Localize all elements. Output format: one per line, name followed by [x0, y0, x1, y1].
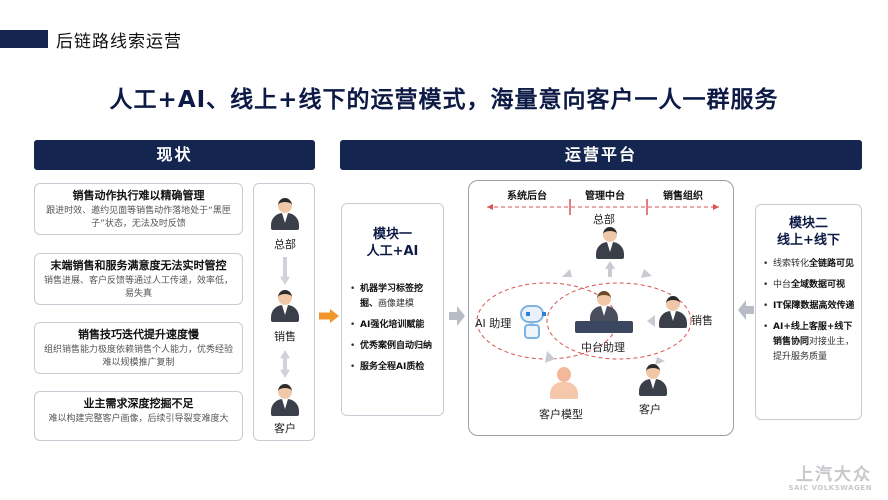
module-item-text: 线索转化 [773, 259, 810, 269]
module-2-item: 线索转化全链路可见 [761, 257, 856, 272]
issue-card-3: 销售技巧迭代提升速度慢 组织销售能力极度依赖销售个人能力，优秀经验难以规模推广复… [34, 322, 243, 374]
status-header: 现状 [34, 140, 315, 170]
module-item-text: 画像建模 [378, 299, 415, 309]
role-chain-box: 总部 销售 客户 [253, 183, 315, 441]
module-item-bold: 服务全程AI质检 [360, 362, 425, 372]
module-2-item: 中台全域数据可视 [761, 278, 856, 293]
title-accent-bar [0, 30, 48, 48]
headline: 人工+AI、线上+线下的运营模式，海量意向客户一人一群服务 [109, 87, 779, 113]
node-label-hq: 总部 [593, 213, 615, 226]
module-1-title: 模块一 [372, 227, 412, 242]
module-item-bold: 优秀案例自动归纳 [360, 341, 433, 351]
issue-title: 销售技巧迭代提升速度慢 [78, 328, 199, 341]
module-item-text: 中台 [773, 280, 792, 290]
module-item-bold: 全链路可见 [809, 259, 855, 269]
node-label-ai: AI 助理 [475, 317, 512, 330]
module-item-bold: IT保障数据高效传递 [773, 301, 855, 311]
page-title: 后链路线索运营 [56, 32, 182, 52]
node-label-middle: 中台助理 [581, 341, 625, 354]
module-1-item: AI强化培训赋能 [348, 318, 437, 333]
issue-card-1: 销售动作执行难以精确管理 跟进时效、邀约见面等销售动作落地处于“黑匣子”状态，无… [34, 183, 243, 235]
arrow-updown-icon [280, 350, 290, 378]
node-label-customer-model: 客户模型 [539, 408, 583, 421]
issue-title: 销售动作执行难以精确管理 [72, 189, 205, 202]
role-label-hq: 总部 [274, 238, 296, 251]
layer-label-backend: 系统后台 [507, 191, 547, 202]
issue-card-2: 末端销售和服务满意度无法实时管控 销售进展、客户反馈等通过人工传递，效率低，易失… [34, 253, 243, 305]
module-1-item: 服务全程AI质检 [348, 360, 437, 375]
module-item-bold: AI强化培训赋能 [360, 320, 425, 330]
hq-person-icon [269, 198, 301, 230]
arrow-down-icon [280, 257, 290, 285]
module-2-subtitle: 线上+线下 [777, 233, 840, 248]
node-label-customer: 客户 [639, 403, 661, 416]
arrow-right-icon [319, 309, 339, 323]
brand-logo: 上汽大众 SAIC VOLKSWAGEN [788, 466, 872, 493]
ai-robot-icon [517, 303, 547, 341]
module-1-item: 优秀案例自动归纳 [348, 339, 437, 354]
issue-desc: 销售进展、客户反馈等通过人工传递，效率低，易失真 [43, 276, 233, 299]
customer-model-icon [549, 367, 579, 399]
module-item-bold: 全域数据可视 [791, 280, 846, 290]
layer-label-middle: 管理中台 [585, 191, 625, 202]
module-2-item: IT保障数据高效传递 [761, 299, 856, 314]
platform-diagram: 系统后台 管理中台 销售组织 总部 AI 助理 中台助理 销售 客户模型 客户 [468, 180, 734, 436]
module-1-box: 模块一 人工+AI 机器学习标签挖掘、画像建模 AI强化培训赋能 优秀案例自动归… [341, 203, 444, 416]
desk-monitor-icon [575, 321, 633, 333]
module-item-bold: AI+线上客服+线下销售协同 [773, 322, 853, 347]
module-2-box: 模块二 线上+线下 线索转化全链路可见 中台全域数据可视 IT保障数据高效传递 … [755, 204, 862, 420]
module-1-item: 机器学习标签挖掘、画像建模 [348, 282, 437, 312]
layer-label-sales: 销售组织 [663, 191, 703, 202]
issue-desc: 组织销售能力极度依赖销售个人能力，优秀经验难以规模推广复制 [43, 345, 233, 368]
middle-assistant-icon [588, 291, 620, 323]
module-2-title: 模块二 [788, 216, 828, 231]
hq-person-icon [594, 227, 626, 259]
brand-name-cn: 上汽大众 [796, 465, 872, 485]
issue-title: 业主需求深度挖掘不足 [83, 397, 194, 410]
platform-header: 运营平台 [340, 140, 862, 170]
module-item-bold: 机器学习标签挖掘、 [360, 284, 424, 309]
role-label-sales: 销售 [274, 330, 296, 343]
issue-desc: 跟进时效、邀约见面等销售动作落地处于“黑匣子”状态，无法及时反馈 [46, 206, 231, 229]
arrow-right-hollow-icon [449, 306, 465, 326]
brand-name-en: SAIC VOLKSWAGEN [788, 484, 872, 492]
module-1-subtitle: 人工+AI [366, 244, 419, 259]
sales-person-icon [269, 290, 301, 322]
customer-person-icon [269, 384, 301, 416]
issue-title: 末端销售和服务满意度无法实时管控 [50, 259, 227, 272]
module-item-text: 对接业主，提升服务质量 [773, 337, 855, 362]
role-label-customer: 客户 [274, 422, 296, 435]
arrow-left-hollow-icon [738, 300, 754, 320]
module-2-item: AI+线上客服+线下销售协同对接业主，提升服务质量 [761, 320, 856, 365]
sales-person-icon [657, 296, 689, 328]
node-label-sales: 销售 [691, 314, 713, 327]
customer-person-icon [637, 364, 669, 396]
issue-desc: 难以构建完整客户画像，后续引导裂变难度大 [48, 414, 229, 424]
issue-card-4: 业主需求深度挖掘不足 难以构建完整客户画像，后续引导裂变难度大 [34, 391, 243, 441]
